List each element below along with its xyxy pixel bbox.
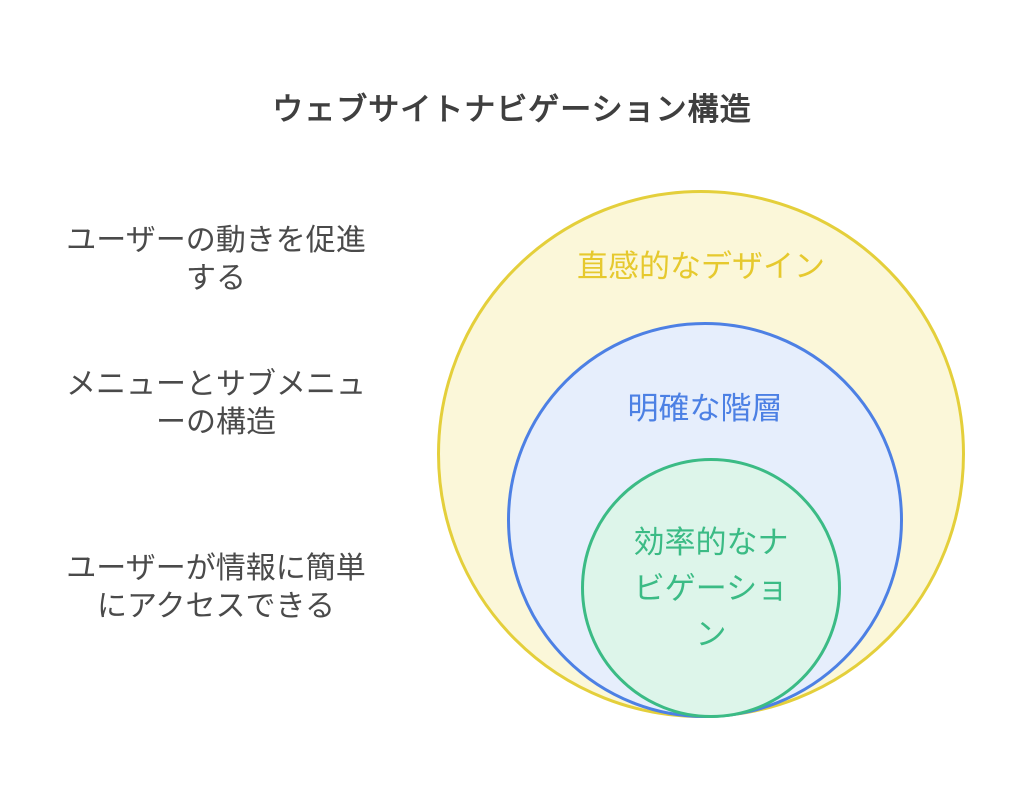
side-label-line: メニューとサブメニュ bbox=[66, 368, 366, 401]
venn-circle-inner bbox=[581, 458, 841, 718]
side-label-line: ユーザーの動きを促進 bbox=[66, 224, 366, 257]
venn-label-inner-line: ン bbox=[695, 616, 727, 652]
side-label-line: する bbox=[186, 261, 246, 295]
venn-label-inner: 効率的なナ ビゲーショ ン bbox=[581, 520, 841, 658]
side-label-line: ユーザーが情報に簡単 bbox=[66, 552, 366, 585]
venn-label-outer: 直感的なデザイン bbox=[577, 249, 825, 284]
side-label-easy-access: ユーザーが情報に簡単 にアクセスできる bbox=[26, 550, 406, 625]
side-label-menu-structure: メニューとサブメニュ ーの構造 bbox=[26, 366, 406, 441]
venn-label-inner-line: 効率的なナ bbox=[633, 525, 789, 560]
venn-label-middle: 明確な階層 bbox=[627, 391, 783, 426]
side-label-line: ーの構造 bbox=[156, 405, 276, 439]
side-label-promote-movement: ユーザーの動きを促進 する bbox=[26, 222, 406, 297]
venn-label-inner-line: ビゲーショ bbox=[633, 570, 789, 606]
side-label-line: にアクセスできる bbox=[97, 589, 335, 623]
diagram-title: ウェブサイトナビゲーション構造 bbox=[272, 92, 752, 127]
